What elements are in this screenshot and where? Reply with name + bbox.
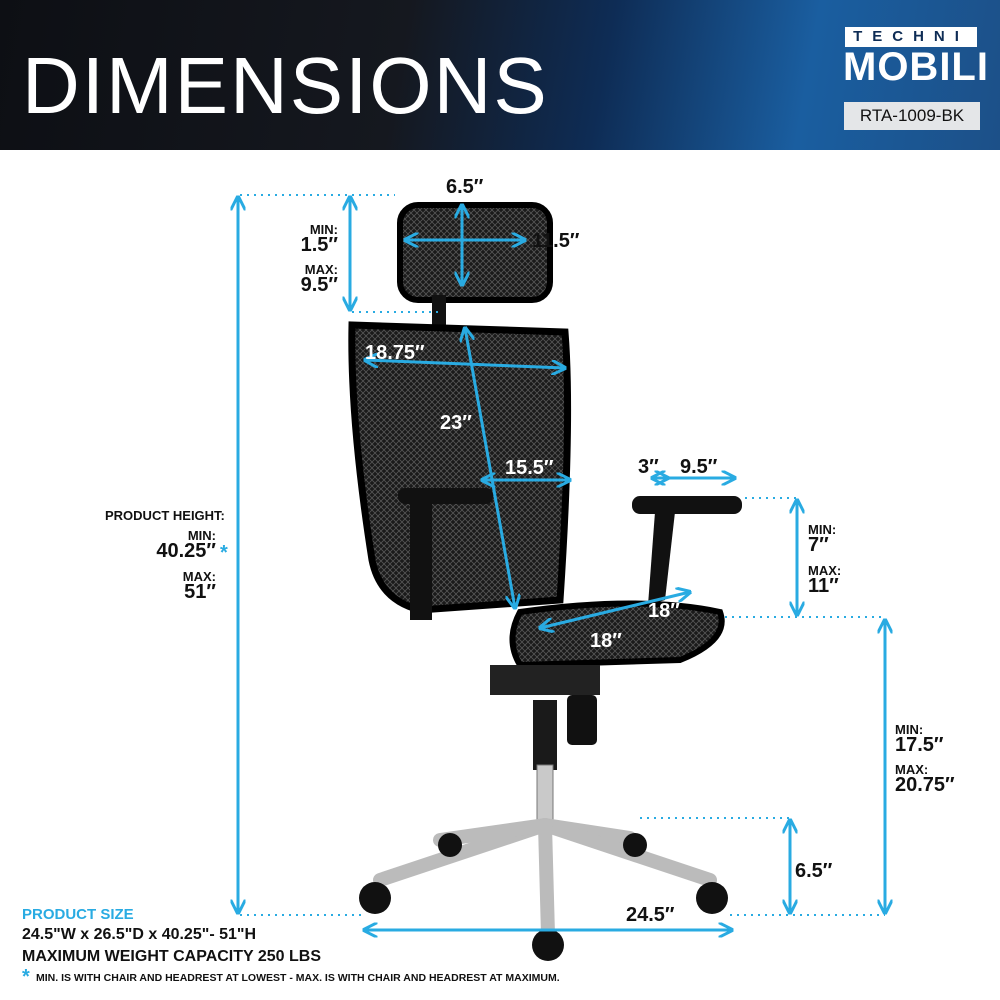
headrest-max-label: MAX: xyxy=(304,262,338,277)
headrest-min-value: 1.5″ xyxy=(300,234,338,256)
product-size-label: PRODUCT SIZE xyxy=(22,906,134,923)
arm-max-label: MAX: xyxy=(808,563,842,578)
brand-logo-main: MOBILI xyxy=(843,45,989,89)
weight-capacity: MAXIMUM WEIGHT CAPACITY 250 LBS xyxy=(22,948,321,965)
headrest-max-value: 9.5″ xyxy=(300,274,338,296)
headrest-depth-label: 6.5″ xyxy=(446,176,484,198)
gas-cylinder xyxy=(533,700,557,770)
height-min-label: MIN: xyxy=(187,528,216,543)
right-armrest xyxy=(632,496,742,514)
seat-width-label: 18″ xyxy=(590,630,622,652)
base-width-label: 24.5″ xyxy=(626,904,675,926)
caster-height-label: 6.5″ xyxy=(795,860,833,882)
seat-min-label: MIN: xyxy=(895,722,924,737)
lumbar-width-label: 15.5″ xyxy=(505,457,554,479)
product-height-label: PRODUCT HEIGHT: xyxy=(105,508,225,523)
height-min-value: 40.25″ xyxy=(156,540,216,562)
footnote: MIN. IS WITH CHAIR AND HEADREST AT LOWES… xyxy=(36,972,560,984)
model-number: RTA-1009-BK xyxy=(844,102,980,130)
page-title: DIMENSIONS xyxy=(22,41,549,130)
header-banner: DIMENSIONS TECHNI MOBILI RTA-1009-BK xyxy=(0,0,1000,150)
asterisk-icon: * xyxy=(22,966,30,988)
seat-max-value: 20.75″ xyxy=(895,774,955,796)
seat-depth-label: 18″ xyxy=(648,600,680,622)
dimension-lines xyxy=(238,194,885,930)
arm-adjust-label: 3″ xyxy=(638,456,659,478)
arm-length-label: 9.5″ xyxy=(680,456,718,478)
height-max-value: 51″ xyxy=(184,581,216,603)
headrest-min-label: MIN: xyxy=(309,222,338,237)
asterisk-icon: * xyxy=(220,542,228,564)
seat-min-value: 17.5″ xyxy=(895,734,944,756)
product-size: 24.5"W x 26.5"D x 40.25"- 51"H xyxy=(22,926,257,943)
height-max-label: MAX: xyxy=(182,569,216,584)
brand-logo-top: TECHNI xyxy=(845,27,977,47)
back-width-label: 18.75″ xyxy=(365,342,425,364)
arm-max-value: 11″ xyxy=(808,575,839,597)
headrest-width-label: 11.5″ xyxy=(532,230,580,252)
arm-min-label: MIN: xyxy=(808,522,837,537)
seat-max-label: MAX: xyxy=(895,762,929,777)
back-height-label: 23″ xyxy=(440,412,472,434)
arm-min-value: 7″ xyxy=(808,534,829,556)
headrest xyxy=(397,202,553,303)
chair-illustration xyxy=(348,202,742,961)
